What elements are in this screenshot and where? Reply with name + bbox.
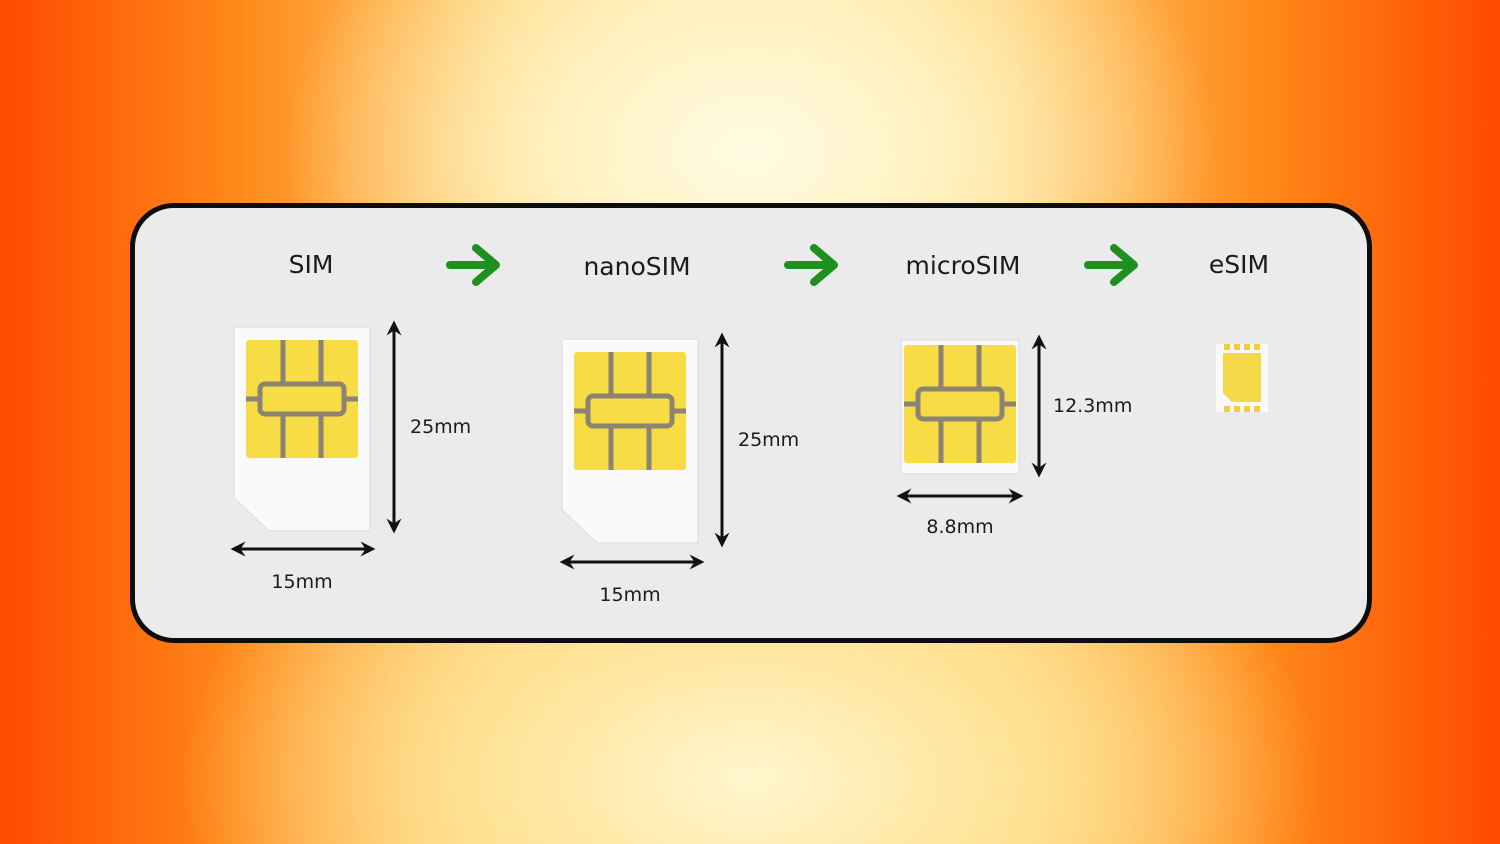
microsim-width-label: 8.8mm (926, 516, 994, 538)
double-arrow-icon (559, 554, 705, 570)
label-microsim: microSIM (905, 251, 1021, 280)
sim-width-label: 15mm (271, 571, 333, 593)
sim-card-icon (561, 338, 699, 544)
double-arrow-icon (896, 488, 1024, 504)
double-arrow-icon (1031, 334, 1047, 478)
label-esim: eSIM (1208, 250, 1270, 279)
sim-card-icon (233, 326, 371, 532)
sim-card-icon (900, 339, 1020, 475)
microsim-height-label: 12.3mm (1053, 395, 1133, 417)
sim-height-label: 25mm (410, 416, 472, 438)
chip-icon (246, 340, 358, 458)
right-arrow-icon (1084, 244, 1138, 286)
label-nanosim: nanoSIM (583, 252, 691, 281)
double-arrow-icon (714, 332, 730, 548)
label-sim: SIM (288, 250, 334, 279)
double-arrow-icon (230, 541, 376, 557)
right-arrow-icon (446, 244, 500, 286)
esim-chip-icon (1214, 342, 1270, 414)
nanosim-width-label: 15mm (599, 584, 661, 606)
chip-icon (904, 345, 1016, 463)
nanosim-height-label: 25mm (738, 429, 800, 451)
chip-icon (574, 352, 686, 470)
right-arrow-icon (784, 244, 838, 286)
double-arrow-icon (386, 320, 402, 534)
